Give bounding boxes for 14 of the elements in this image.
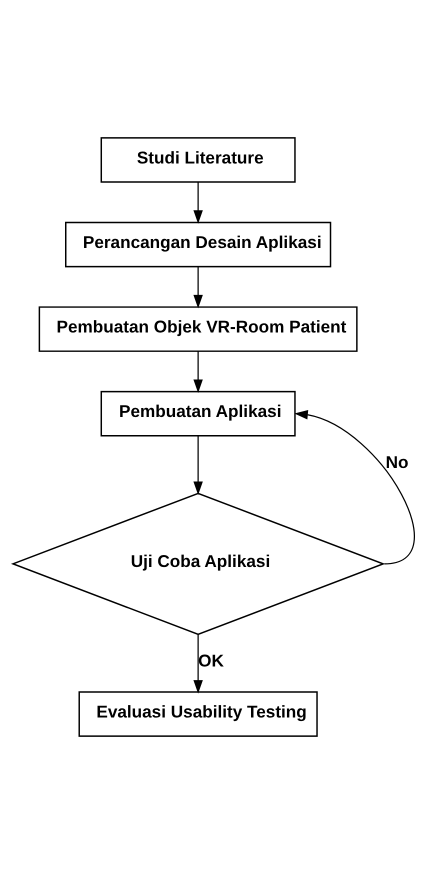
node-box: Evaluasi Usability Testing: [78, 690, 318, 736]
arrow: [193, 634, 203, 694]
arrow: [193, 266, 203, 308]
node-box: Pembuatan Objek VR-Room Patient: [38, 306, 358, 352]
node-diamond: Uji Coba Aplikasi: [10, 492, 386, 635]
node-box: Pembuatan Aplikasi: [100, 390, 296, 436]
node-box: Perancangan Desain Aplikasi: [65, 221, 332, 267]
arrow: [294, 410, 415, 564]
arrow: [193, 182, 203, 224]
edge-label: OK: [198, 650, 224, 670]
arrow: [193, 435, 203, 495]
node-box: Studi Literature: [100, 136, 296, 182]
arrow: [193, 351, 203, 392]
edge-label: No: [386, 451, 409, 472]
